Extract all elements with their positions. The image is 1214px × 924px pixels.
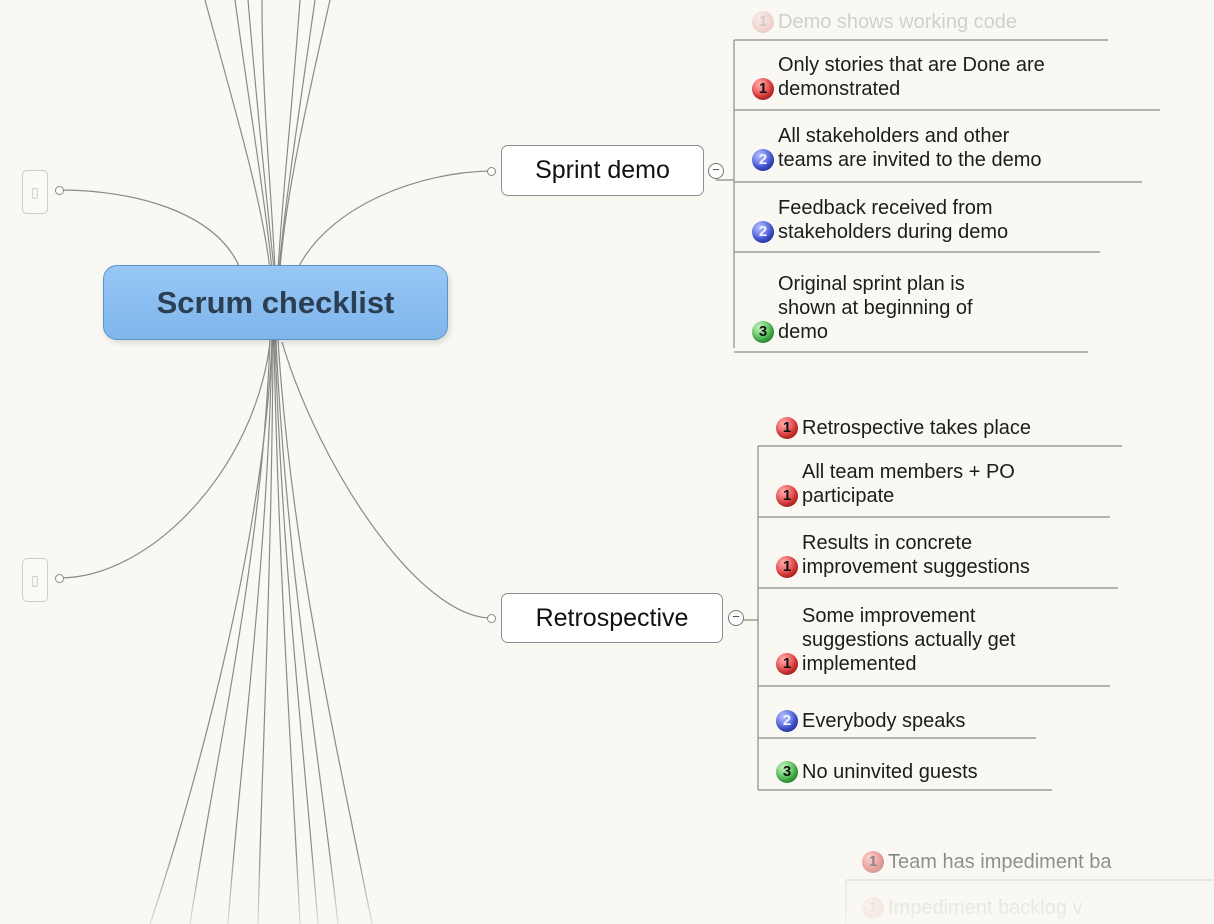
priority-marker-icon: 2: [776, 710, 798, 732]
collapse-minus-icon[interactable]: −: [728, 610, 744, 626]
connector-line: [59, 189, 241, 269]
connector-port: [55, 574, 64, 583]
subtopic-text-line: Original sprint plan is: [778, 273, 965, 295]
subtopic-text: No uninvited guests: [802, 760, 978, 784]
connector-line: [277, 0, 301, 271]
collapsed-topic-stub[interactable]: ▯: [22, 170, 48, 214]
subtopic-text-line: implemented: [802, 653, 917, 675]
connector-line: [273, 339, 301, 924]
subtopic-text-line: demonstrated: [778, 78, 901, 100]
connector-port: [487, 614, 496, 623]
subtopic-retro-takes-place[interactable]: 1 Retrospective takes place: [776, 416, 1031, 440]
subtopic-text-line: stakeholders during demo: [778, 221, 1009, 243]
subtopic-text-line: shown at beginning of: [778, 297, 973, 319]
subtopic-text-line: All team members + PO: [802, 461, 1015, 483]
priority-marker-icon: 3: [776, 761, 798, 783]
priority-marker-icon: 1: [862, 851, 884, 873]
connector-line: [149, 339, 273, 924]
connector-line: [204, 0, 271, 271]
connector-line: [758, 445, 1122, 791]
subtopic-text: Everybody speaks: [802, 709, 965, 733]
topic-label: Sprint demo: [535, 156, 670, 184]
central-topic-label: Scrum checklist: [156, 284, 395, 320]
connector-line: [297, 170, 492, 269]
priority-marker-icon: 1: [862, 897, 884, 919]
connector-port: [55, 186, 64, 195]
topic-stub-marker: ▯: [31, 183, 39, 200]
collapsed-topic-stub[interactable]: ▯: [22, 558, 48, 602]
connector-line: [716, 40, 735, 348]
subtopic-text-line: demo: [778, 321, 829, 343]
priority-marker-icon: 1: [776, 485, 798, 507]
priority-marker-icon: 1: [776, 556, 798, 578]
subtopic-text-line: Demo shows working code: [778, 11, 1017, 33]
subtopic-demo-working-code[interactable]: 1 Demo shows working code: [752, 10, 1017, 34]
connector-line: [281, 341, 492, 619]
topic-retrospective[interactable]: Retrospective: [501, 593, 723, 643]
subtopic-text-line: Some improvement: [802, 605, 976, 627]
subtopic-text: Impediment backlog v: [888, 896, 1083, 920]
priority-marker-icon: 1: [752, 11, 774, 33]
subtopic-text-line: suggestions actually get: [802, 629, 1016, 651]
priority-marker-icon: 1: [776, 417, 798, 439]
priority-marker-icon: 2: [752, 221, 774, 243]
subtopic-text-line: Retrospective takes place: [802, 417, 1032, 439]
connector-line: [234, 0, 273, 271]
priority-marker-icon: 1: [776, 653, 798, 675]
subtopic-text-line: Only stories that are Done are: [778, 54, 1045, 76]
connector-line: [59, 341, 271, 579]
subtopic-text-line: No uninvited guests: [802, 761, 978, 783]
subtopic-everybody-speaks[interactable]: 2 Everybody speaks: [776, 709, 965, 733]
connector-line: [734, 39, 1160, 353]
subtopic-text-line: teams are invited to the demo: [778, 149, 1042, 171]
subtopic-text-line: Feedback received from: [778, 197, 993, 219]
subtopic-text: Demo shows working code: [778, 10, 1017, 34]
subtopic-text-line: Team has impediment ba: [888, 851, 1112, 873]
subtopic-text-line: Everybody speaks: [802, 710, 966, 732]
connector-port: [487, 167, 496, 176]
topic-sprint-demo[interactable]: Sprint demo: [501, 145, 704, 196]
connector-line: [261, 0, 276, 271]
topic-stub-marker: ▯: [31, 571, 39, 588]
subtopic-text: Team has impediment ba: [888, 850, 1111, 874]
connector-line: [279, 0, 331, 271]
subtopic-impediment-board[interactable]: 1 Team has impediment ba: [862, 850, 1111, 874]
priority-marker-icon: 3: [752, 321, 774, 343]
priority-marker-icon: 2: [752, 149, 774, 171]
subtopic-text-line: participate: [802, 485, 895, 507]
subtopic-no-uninvited-guests[interactable]: 3 No uninvited guests: [776, 760, 978, 784]
subtopic-impediment-backlog[interactable]: 1 Impediment backlog v: [862, 896, 1083, 920]
subtopic-text-line: All stakeholders and other: [778, 125, 1010, 147]
connector-line: [247, 0, 275, 271]
priority-marker-icon: 1: [752, 78, 774, 100]
collapse-minus-icon[interactable]: −: [708, 163, 724, 179]
connector-line: [278, 0, 316, 271]
subtopic-text-line: Results in concrete: [802, 532, 973, 554]
subtopic-text-line: improvement suggestions: [802, 556, 1030, 578]
central-topic[interactable]: Scrum checklist: [103, 265, 448, 340]
subtopic-text-line: Impediment backlog v: [888, 897, 1083, 919]
topic-label: Retrospective: [535, 603, 689, 632]
subtopic-text: Retrospective takes place: [802, 416, 1031, 440]
